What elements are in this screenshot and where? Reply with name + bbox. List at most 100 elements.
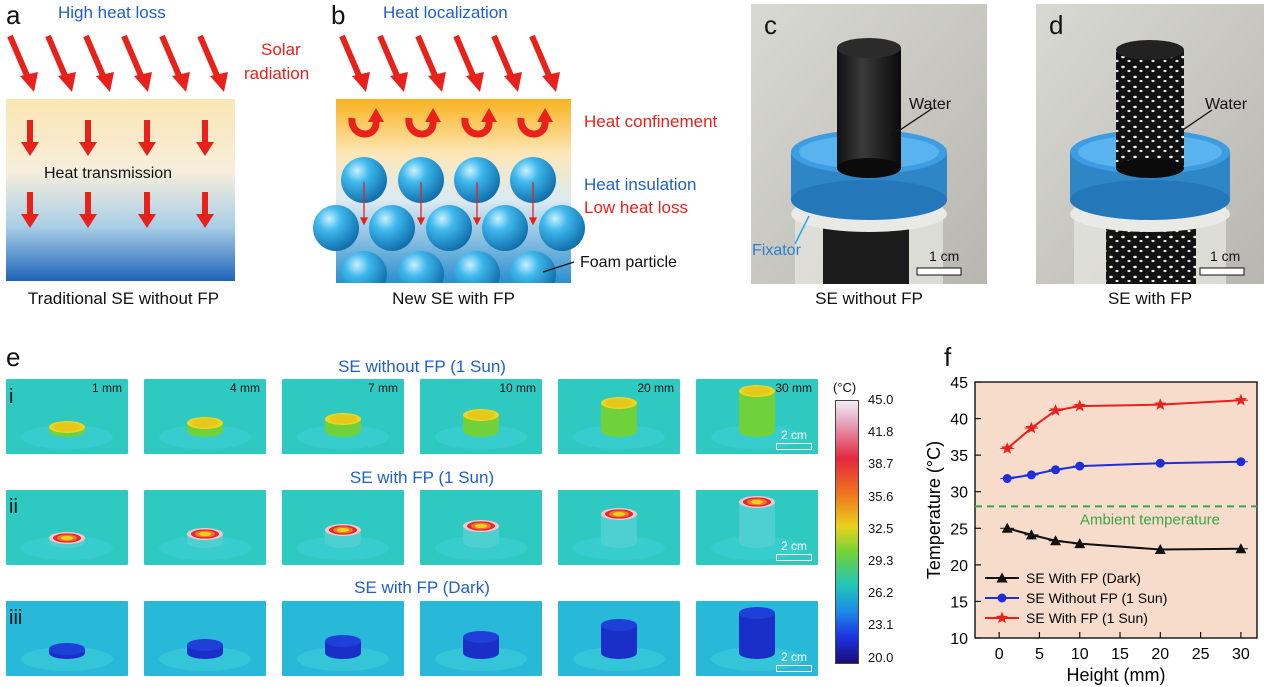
row-label-ii: ii	[9, 496, 18, 518]
y-axis-label: Temperature (°C)	[924, 441, 944, 579]
row-label-i: i	[9, 386, 14, 408]
y-tick-label: 45	[950, 375, 968, 392]
panel-d-water-label: Water	[1205, 96, 1248, 113]
fixator-label: Fixator	[752, 242, 801, 259]
panel-label-a: a	[6, 0, 21, 30]
data-point	[1002, 474, 1012, 484]
row-title-iii: SE with FP (Dark)	[354, 578, 490, 597]
thermal-image	[282, 490, 404, 565]
x-tick-label: 25	[1192, 646, 1210, 663]
panel-c-photo	[751, 4, 987, 284]
plot-area	[974, 381, 1258, 639]
panel-d-photo	[1036, 4, 1264, 284]
scale-bar: 2 cm	[776, 428, 812, 450]
height-label: 30 mm	[775, 381, 812, 395]
heat-transmission-label: Heat transmission	[44, 165, 173, 182]
data-point	[1001, 522, 1013, 533]
data-point	[1154, 543, 1166, 554]
colorbar-unit: (°C)	[833, 380, 857, 395]
panel-d-scale-label: 1 cm	[1210, 248, 1241, 264]
panel-a-diagram	[6, 0, 235, 281]
colorbar-tick-label: 32.5	[868, 520, 894, 536]
scale-bar: 2 cm	[776, 539, 812, 561]
panel-d-caption: SE with FP	[1107, 289, 1193, 308]
data-point	[1025, 421, 1038, 434]
panel-label-f: f	[944, 342, 952, 372]
panel-label-b: b	[331, 0, 346, 30]
colorbar-tick-label: 23.1	[868, 617, 894, 633]
panel-c-scale-label: 1 cm	[929, 248, 960, 264]
colorbar-tick-label: 41.8	[868, 424, 894, 440]
height-label: 20 mm	[637, 381, 674, 395]
colorbar-tick-label: 26.2	[868, 585, 894, 601]
data-point	[1001, 442, 1014, 454]
y-tick-label: 10	[950, 631, 968, 648]
data-point	[1234, 393, 1248, 406]
thermal-image	[144, 601, 266, 676]
thermal-image	[420, 490, 542, 565]
x-axis-label: Height (mm)	[1066, 665, 1165, 685]
y-tick-label: 20	[950, 558, 968, 575]
data-point	[1075, 461, 1085, 471]
data-point	[995, 611, 1009, 624]
x-tick-label: 10	[1071, 646, 1089, 663]
panel-b-title: Heat localization	[383, 3, 508, 22]
colorbar-tick-label: 29.3	[868, 553, 894, 568]
data-point	[996, 572, 1008, 583]
legend-label: SE With FP (Dark)	[1026, 570, 1141, 586]
ambient-temperature-label: Ambient temperature	[1080, 511, 1220, 528]
data-point	[997, 593, 1007, 603]
heat-confinement-label: Heat confinement	[584, 112, 718, 131]
panel-c-caption: SE without FP	[815, 289, 923, 308]
x-tick-label: 20	[1151, 646, 1169, 663]
height-label: 4 mm	[230, 381, 260, 395]
thermal-image: 10 mm	[420, 379, 542, 454]
row-label-iii: iii	[9, 607, 23, 629]
thermal-image	[6, 601, 128, 676]
thermal-image: 2 cm	[696, 490, 818, 565]
thermal-image: 30 mm 2 cm	[696, 379, 818, 454]
scale-bar-label: 2 cm	[780, 539, 807, 553]
thermal-image: 20 mm	[558, 379, 680, 454]
y-tick-label: 35	[950, 448, 968, 465]
row-title-ii: SE with FP (1 Sun)	[349, 468, 495, 487]
foam-particle-label: Foam particle	[580, 254, 677, 271]
colorbar-tick-label: 35.6	[868, 488, 894, 504]
data-point	[1073, 399, 1086, 412]
y-tick-label: 30	[950, 485, 968, 502]
panel-b-diagram	[306, 0, 596, 313]
scale-bar-label: 2 cm	[780, 428, 807, 442]
data-point	[1049, 404, 1062, 416]
panel-label-c: c	[764, 10, 777, 40]
data-point	[1025, 529, 1037, 540]
y-tick-label: 25	[950, 521, 968, 538]
thermal-image: 7 mm	[282, 379, 404, 454]
data-point	[1154, 398, 1167, 410]
height-label: 1 mm	[92, 381, 122, 395]
data-point	[1236, 457, 1246, 467]
colorbar-tick-label: 38.7	[868, 456, 894, 472]
scale-bar-line	[776, 665, 812, 672]
panel-a-title: High heat loss	[58, 3, 166, 22]
thermal-image	[558, 490, 680, 565]
colorbar-tick-label: 20.0	[868, 649, 894, 665]
x-tick-label: 15	[1111, 646, 1129, 663]
panel-label-d: d	[1049, 10, 1064, 40]
height-label: 7 mm	[368, 381, 398, 395]
data-point	[1051, 465, 1061, 475]
thermal-image: 2 cm	[696, 601, 818, 676]
scale-bar-label: 2 cm	[780, 650, 807, 664]
data-point	[1074, 538, 1086, 549]
scale-bar-line	[776, 443, 812, 450]
series-line	[1006, 399, 1241, 450]
x-tick-label: 30	[1232, 646, 1250, 663]
thermal-image	[6, 490, 128, 565]
row-title-i: SE without FP (1 Sun)	[338, 357, 506, 376]
panel-b-caption: New SE with FP	[392, 289, 515, 308]
legend-label: SE Without FP (1 Sun)	[1026, 590, 1167, 606]
data-point	[1155, 458, 1165, 468]
colorbar-tick-label: 45.0	[868, 392, 894, 407]
solar-label: Solar	[261, 40, 301, 59]
heat-insulation-label: Heat insulation	[584, 175, 697, 194]
